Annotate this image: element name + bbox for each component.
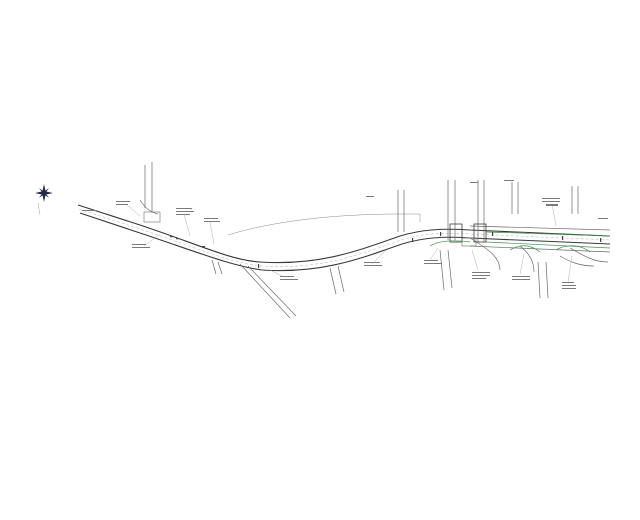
main-road [77, 204, 611, 272]
side-streets-west [139, 162, 345, 319]
boundary-line [227, 213, 420, 236]
annotation-text-blocks [82, 180, 608, 289]
ramp-curves [469, 237, 609, 273]
greenbelt-lines [429, 231, 611, 253]
side-streets-east [397, 180, 579, 299]
annotation-leaders [125, 203, 573, 283]
north-arrow-icon [35, 184, 53, 216]
intersection-blocks [143, 211, 487, 247]
crosswalk-marks [170, 232, 602, 268]
